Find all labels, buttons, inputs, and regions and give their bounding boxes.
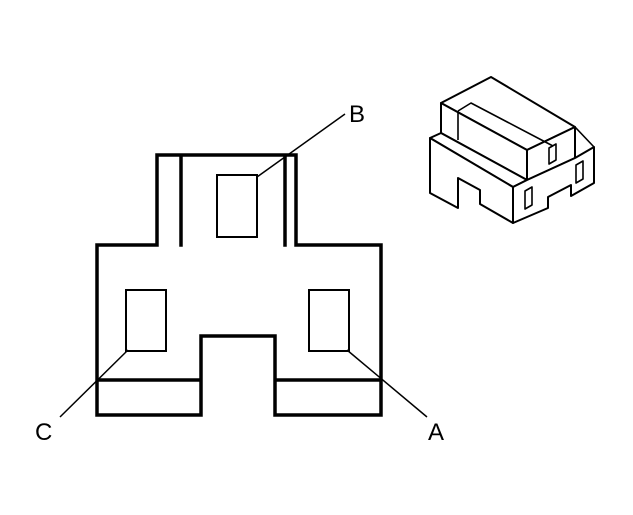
- cavity-b: [216, 174, 258, 238]
- leader-line-c: [59, 349, 129, 418]
- callout-c: C: [35, 419, 52, 446]
- iso-terminal-window-1: [548, 143, 557, 165]
- connector-isometric-view: [429, 76, 595, 224]
- leader-line-b: [256, 113, 346, 178]
- iso-terminal-window-2: [575, 160, 584, 184]
- iso-upper-groove: [457, 102, 554, 147]
- leader-line-a: [346, 349, 428, 418]
- connector-face-view: B C A: [35, 101, 444, 446]
- cavity-c: [125, 289, 167, 352]
- cavity-a: [308, 289, 350, 352]
- connector-outline: [95, 153, 383, 417]
- callout-a: A: [428, 419, 444, 446]
- iso-lower-right-face: [512, 146, 595, 224]
- iso-side-block-line: [574, 126, 595, 158]
- callout-b: B: [349, 101, 365, 128]
- iso-terminal-window-3: [524, 186, 533, 210]
